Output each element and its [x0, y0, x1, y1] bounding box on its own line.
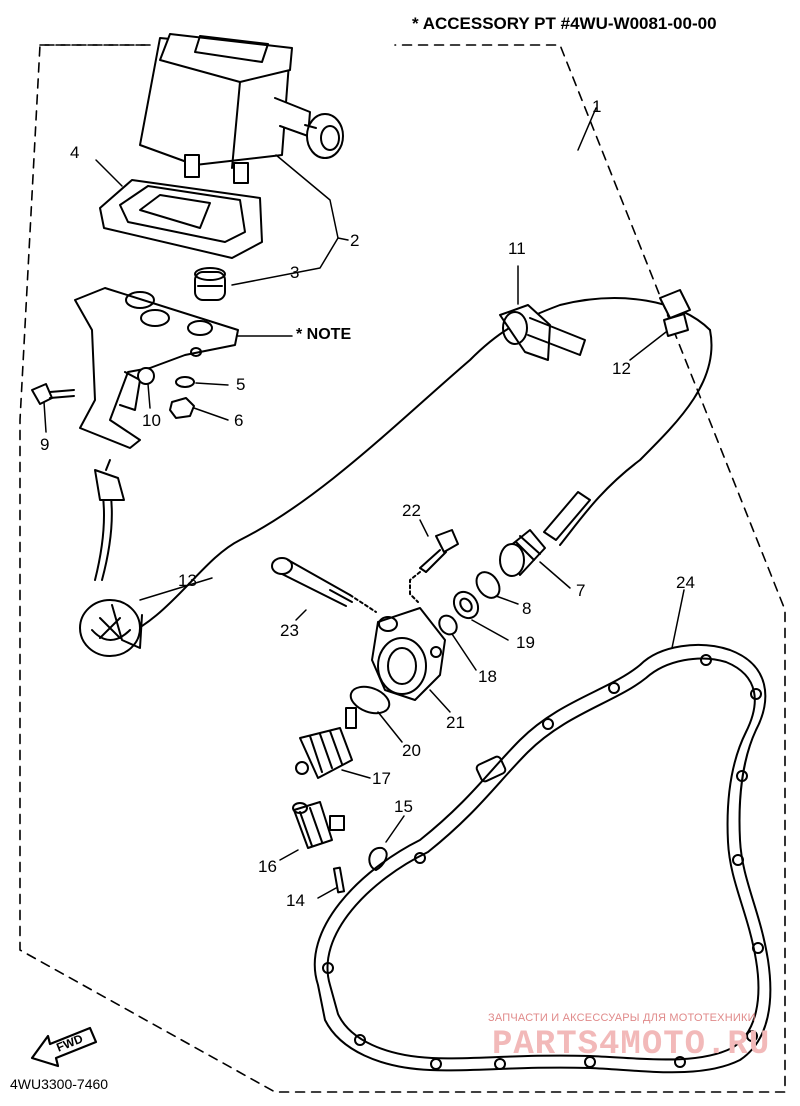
- nut-6: [169, 397, 195, 419]
- callout-14: 14: [286, 891, 305, 910]
- callout-1: 1: [592, 97, 602, 116]
- callout-20: 20: [402, 741, 421, 760]
- callout-18: 18: [478, 667, 497, 686]
- callout-17: 17: [372, 769, 391, 788]
- callout-6: 6: [234, 411, 244, 430]
- callout-8: 8: [522, 599, 532, 618]
- oil-seal-19: [452, 590, 480, 620]
- fwd-arrow: [30, 1026, 98, 1068]
- watermark-brand: PARTS4MOTO.RU: [492, 1026, 771, 1064]
- callout-23: 23: [280, 621, 299, 640]
- note-label: * NOTE: [296, 326, 352, 343]
- callout-19: 19: [516, 633, 535, 652]
- bolt-23: [271, 557, 377, 613]
- washer-18: [438, 614, 458, 636]
- meter-damper-plate: [99, 179, 263, 259]
- callout-5: 5: [236, 375, 246, 394]
- washer-10: [137, 367, 155, 385]
- driven-gear: [292, 801, 345, 849]
- callout-10: 10: [142, 411, 161, 430]
- bolt-9: [31, 383, 75, 405]
- callout-22: 22: [402, 501, 421, 520]
- bolt-22: [409, 529, 459, 603]
- callout-13: 13: [178, 571, 197, 590]
- grommet: [194, 267, 226, 301]
- o-ring-20: [349, 685, 391, 715]
- callout-4: 4: [70, 143, 80, 162]
- crankcase-gasket: [313, 644, 772, 1074]
- washer-5: [175, 376, 195, 388]
- callout-7: 7: [576, 581, 586, 600]
- cable-clamp: [499, 304, 586, 361]
- cable-fitting: [499, 491, 591, 577]
- watermark-tagline: ЗАПЧАСТИ И АКСЕССУАРЫ ДЛЯ МОТОТЕХНИКИ: [488, 1012, 756, 1024]
- accessory-part-note: * ACCESSORY PT #4WU-W0081-00-00: [412, 14, 717, 33]
- callout-15: 15: [394, 797, 413, 816]
- meter-bracket: [74, 287, 239, 449]
- callout-16: 16: [258, 857, 277, 876]
- callout-12: 12: [612, 359, 631, 378]
- callout-21: 21: [446, 713, 465, 732]
- speedometer-meter: [139, 33, 344, 184]
- diagram-code: 4WU3300-7460: [10, 1076, 109, 1092]
- drive-gear: [295, 707, 357, 779]
- cable-boot: [79, 599, 143, 657]
- cable-band: [659, 289, 691, 337]
- callout-9: 9: [40, 435, 50, 454]
- callout-24: 24: [676, 573, 695, 592]
- callout-2: 2: [350, 231, 360, 250]
- leader-lines: [43, 107, 685, 899]
- callout-11: 11: [508, 239, 526, 258]
- speedometer-cable: [94, 297, 713, 641]
- pin-14: [332, 866, 346, 894]
- callout-3: 3: [290, 263, 300, 282]
- accessory-kit-boundary-left: [19, 44, 786, 1093]
- gear-unit-housing: [371, 607, 446, 701]
